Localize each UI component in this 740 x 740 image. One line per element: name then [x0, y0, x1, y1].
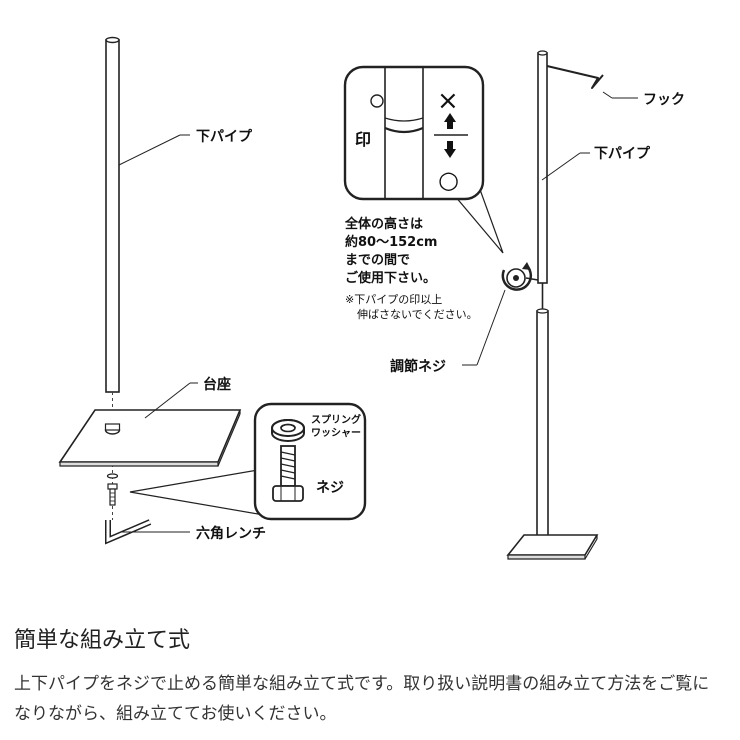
screw-inset-box: スプリング ワッシャー ネジ [253, 402, 367, 521]
arrow-up-icon [444, 113, 456, 129]
right-upper-pipe [537, 50, 548, 284]
warning-line2: 伸ばさないでください。 [357, 308, 478, 321]
hook-icon [546, 65, 604, 89]
base-label: 台座 [203, 376, 231, 393]
mark-inset-box: 印 × ○ [343, 65, 485, 201]
screw-callout-wedge [129, 469, 259, 515]
warning-line1: ※下パイプの印以上 [345, 293, 442, 306]
height-note-line1: 全体の高さは [344, 216, 423, 232]
screw-icon [272, 445, 304, 502]
height-note-line4: ご使用下さい。 [345, 270, 436, 286]
height-note-line2: 約80～152cm [345, 234, 437, 250]
caption-description: 上下パイプをネジで止める簡単な組み立て式です。取り扱い説明書の組み立て方法をご覧… [14, 674, 710, 724]
left-assembly: 下パイプ 台座 六角レンチ [58, 36, 367, 545]
screw-label: ネジ [316, 480, 344, 496]
adjust-screw-label: 調節ネジ [390, 358, 446, 375]
assembly-diagram: 下パイプ 台座 六角レンチ [58, 36, 685, 560]
right-base-plate [506, 534, 599, 560]
hex-wrench [105, 519, 152, 545]
hook-label: フック [643, 92, 685, 108]
left-lower-pipe [105, 36, 120, 393]
spring-washer-icon [271, 419, 305, 442]
adjust-screw-icon [501, 262, 539, 291]
left-small-screw [106, 473, 119, 506]
left-base-leader [144, 382, 191, 419]
height-note-line3: までの間で [345, 253, 410, 268]
ng-symbol: × [437, 86, 459, 116]
wrench-label: 六角レンチ [196, 525, 266, 542]
left-pipe-label: 下パイプ [196, 129, 253, 145]
ok-symbol: ○ [438, 166, 459, 194]
washer-label-line2: ワッシャー [311, 427, 361, 439]
adjust-screw-leader [476, 289, 506, 366]
caption-heading: 簡単な組み立て式 [14, 628, 191, 653]
right-assembly: フック 下パイプ 調節ネジ 印 × ○ 全体の高 [343, 50, 685, 560]
left-pipe-leader [118, 134, 181, 166]
left-base-plate [58, 409, 242, 467]
mark-label: 印 [355, 130, 371, 149]
right-lower-pipe [536, 283, 549, 545]
washer-label-line1: スプリング [311, 413, 361, 426]
hook-leader [602, 91, 613, 99]
arrow-down-icon [444, 141, 456, 158]
right-pipe-leader [541, 152, 581, 181]
right-pipe-label: 下パイプ [594, 146, 651, 162]
